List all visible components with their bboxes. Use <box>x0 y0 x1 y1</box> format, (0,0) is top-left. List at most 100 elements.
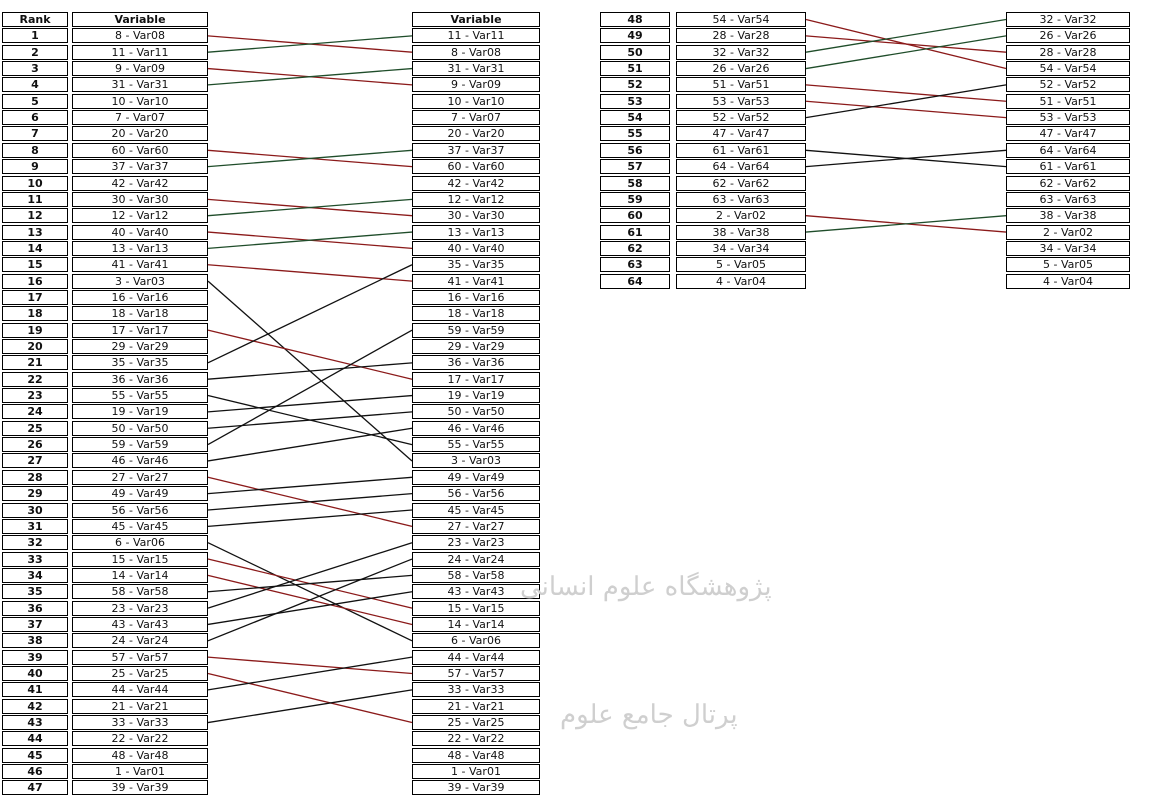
rank-change-line <box>207 574 413 593</box>
rank-cell: 38 <box>2 633 68 649</box>
rank-change-line <box>207 149 413 168</box>
variable-cell-right: 60 - Var60 <box>412 159 540 175</box>
variable-cell-left: 11 - Var11 <box>72 44 208 60</box>
variable-cell-left: 14 - Var14 <box>72 567 208 583</box>
variable-cell-left: 31 - Var31 <box>72 77 208 93</box>
variable-cell-right: 11 - Var11 <box>412 28 540 44</box>
variable-cell-left: 29 - Var29 <box>72 339 208 354</box>
rank-change-line <box>207 198 413 217</box>
rank-change-line <box>207 264 413 282</box>
rank-cell: 40 <box>2 666 68 681</box>
variable-cell-left: 54 - Var54 <box>676 12 806 27</box>
variable-cell-left: 35 - Var35 <box>72 355 208 371</box>
rank-cell: 63 <box>600 257 670 273</box>
variable-cell-right: 62 - Var62 <box>1006 175 1130 191</box>
variable-cell-right: 7 - Var07 <box>412 110 540 126</box>
variable-cell-right: 27 - Var27 <box>412 518 540 534</box>
rank-cell: 6 <box>2 110 68 126</box>
variable-cell-left: 2 - Var02 <box>676 208 806 224</box>
watermark-line-2: پرتال جامع علوم <box>560 700 738 730</box>
rank-change-line <box>805 215 1007 233</box>
variable-cell-left: 17 - Var17 <box>72 322 208 338</box>
variable-cell-left: 21 - Var21 <box>72 698 208 714</box>
variable-cell-right: 24 - Var24 <box>412 551 540 567</box>
rank-change-line <box>207 509 413 527</box>
rank-cell: 44 <box>2 731 68 747</box>
variable-cell-right: 61 - Var61 <box>1006 159 1130 175</box>
variable-cell-right: 40 - Var40 <box>412 240 540 256</box>
variable-cell-left: 10 - Var10 <box>72 93 208 109</box>
variable-cell-right: 15 - Var15 <box>412 600 540 616</box>
variable-cell-left: 13 - Var13 <box>72 240 208 256</box>
rank-cell: 4 <box>2 77 68 93</box>
rank-cell: 3 <box>2 61 68 77</box>
variable-cell-left: 5 - Var05 <box>676 257 806 273</box>
variable-cell-left: 46 - Var46 <box>72 453 208 469</box>
variable-cell-right: 39 - Var39 <box>412 780 540 796</box>
variable-cell-right: 43 - Var43 <box>412 584 540 600</box>
rank-cell: 53 <box>600 93 670 109</box>
rank-change-line <box>805 84 1007 119</box>
rank-change-line <box>805 35 1007 53</box>
variable-cell-right: 23 - Var23 <box>412 535 540 551</box>
rank-change-line <box>207 427 413 462</box>
rank-change-line <box>207 558 413 642</box>
variable-cell-left: 18 - Var18 <box>72 306 208 322</box>
variable-cell-left: 38 - Var38 <box>676 224 806 240</box>
rank-cell: 50 <box>600 44 670 60</box>
rank-cell: 54 <box>600 110 670 126</box>
rank-cell: 20 <box>2 339 68 354</box>
rank-change-line <box>805 84 1007 102</box>
rank-cell: 14 <box>2 240 68 256</box>
variable-cell-right: 64 - Var64 <box>1006 142 1130 158</box>
variable-cell-right: 50 - Var50 <box>412 404 540 420</box>
variable-cell-right: 48 - Var48 <box>412 747 540 763</box>
variable-cell-right: 32 - Var32 <box>1006 12 1130 27</box>
rank-cell: 25 <box>2 420 68 436</box>
variable-cell-left: 61 - Var61 <box>676 142 806 158</box>
rank-change-line <box>207 362 413 380</box>
variable-cell-left: 23 - Var23 <box>72 600 208 616</box>
rank-change-line <box>805 149 1007 168</box>
rank-cell: 17 <box>2 289 68 305</box>
rank-cell: 32 <box>2 535 68 551</box>
rank-cell: 29 <box>2 486 68 502</box>
variable-cell-left: 27 - Var27 <box>72 469 208 485</box>
variable-cell-left: 9 - Var09 <box>72 61 208 77</box>
variable-cell-right: 42 - Var42 <box>412 175 540 191</box>
variable-cell-left: 55 - Var55 <box>72 388 208 404</box>
variable-cell-right: 26 - Var26 <box>1006 28 1130 44</box>
rank-cell: 59 <box>600 191 670 207</box>
rank-cell: 10 <box>2 175 68 191</box>
rank-cell: 52 <box>600 77 670 93</box>
rank-change-line <box>207 411 413 429</box>
variable-cell-left: 43 - Var43 <box>72 616 208 632</box>
rank-cell: 5 <box>2 93 68 109</box>
variable-cell-left: 48 - Var48 <box>72 747 208 763</box>
variable-cell-left: 20 - Var20 <box>72 126 208 142</box>
variable-cell-left: 62 - Var62 <box>676 175 806 191</box>
rank-change-line <box>805 18 1007 53</box>
rank-cell: 57 <box>600 159 670 175</box>
rank-cell: 22 <box>2 371 68 387</box>
variable-cell-right: 59 - Var59 <box>412 322 540 338</box>
variable-cell-right: 35 - Var35 <box>412 257 540 273</box>
variable-cell-right: 58 - Var58 <box>412 567 540 583</box>
variable-cell-right: 17 - Var17 <box>412 371 540 387</box>
variable-cell-right: 41 - Var41 <box>412 273 540 289</box>
rank-cell: 33 <box>2 551 68 567</box>
variable-cell-right: 36 - Var36 <box>412 355 540 371</box>
variable-cell-left: 63 - Var63 <box>676 191 806 207</box>
rank-change-line <box>207 35 413 53</box>
variable-cell-left: 28 - Var28 <box>676 28 806 44</box>
rank-cell: 9 <box>2 159 68 175</box>
variable-cell-right: 51 - Var51 <box>1006 93 1130 109</box>
variable-cell-right: 8 - Var08 <box>412 44 540 60</box>
variable-cell-right: 34 - Var34 <box>1006 240 1130 256</box>
rank-cell: 37 <box>2 616 68 632</box>
rank-cell: 7 <box>2 126 68 142</box>
variable-cell-right: 53 - Var53 <box>1006 110 1130 126</box>
variable-cell-right: 29 - Var29 <box>412 339 540 354</box>
variable-cell-right: 20 - Var20 <box>412 126 540 142</box>
variable-cell-right: 13 - Var13 <box>412 224 540 240</box>
